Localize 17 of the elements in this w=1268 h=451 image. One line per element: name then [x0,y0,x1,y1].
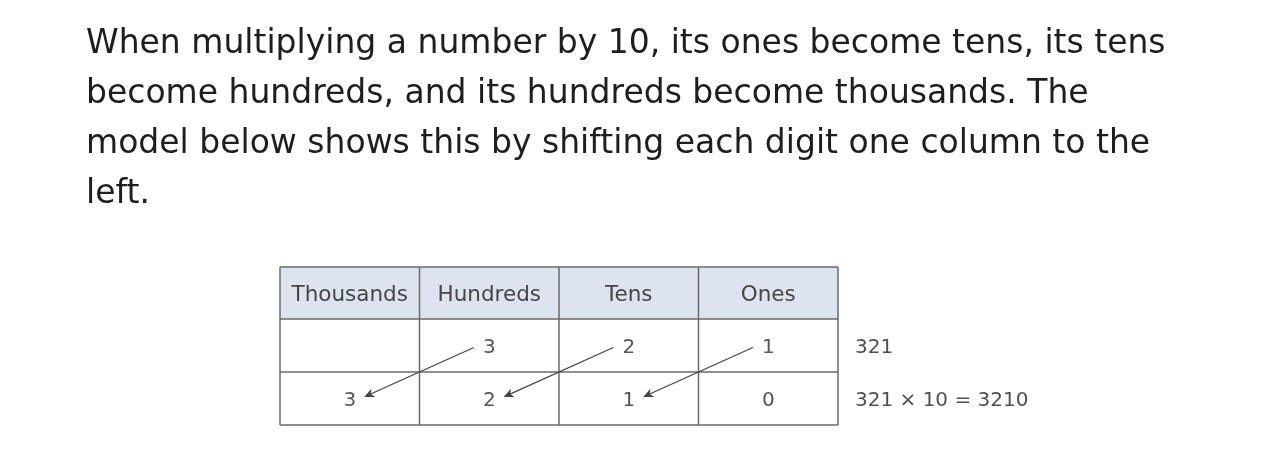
arrow [503,346,614,398]
digit: 2 [473,387,505,410]
digit: 2 [613,334,645,357]
column-header: Tens [605,280,653,306]
arrow [643,346,754,398]
digit: 3 [473,334,505,357]
column-header: Ones [740,280,796,306]
column-header: Hundreds [437,280,541,306]
number-label: 321 [855,334,894,357]
arrow [364,346,475,398]
intro-paragraph: When multiplying a number by 10, its ones become tens, its tens become hundreds, and its hundreds become thousands. The model below shows this by shifting each digit one column to the left. [86,21,1167,213]
digit: 1 [752,334,784,357]
equation: 321 × 10 = 3210 [855,387,1029,410]
digit: 0 [761,387,775,410]
column-header: Thousands [291,280,408,306]
digit: 1 [613,387,645,410]
digit: 3 [334,387,366,410]
